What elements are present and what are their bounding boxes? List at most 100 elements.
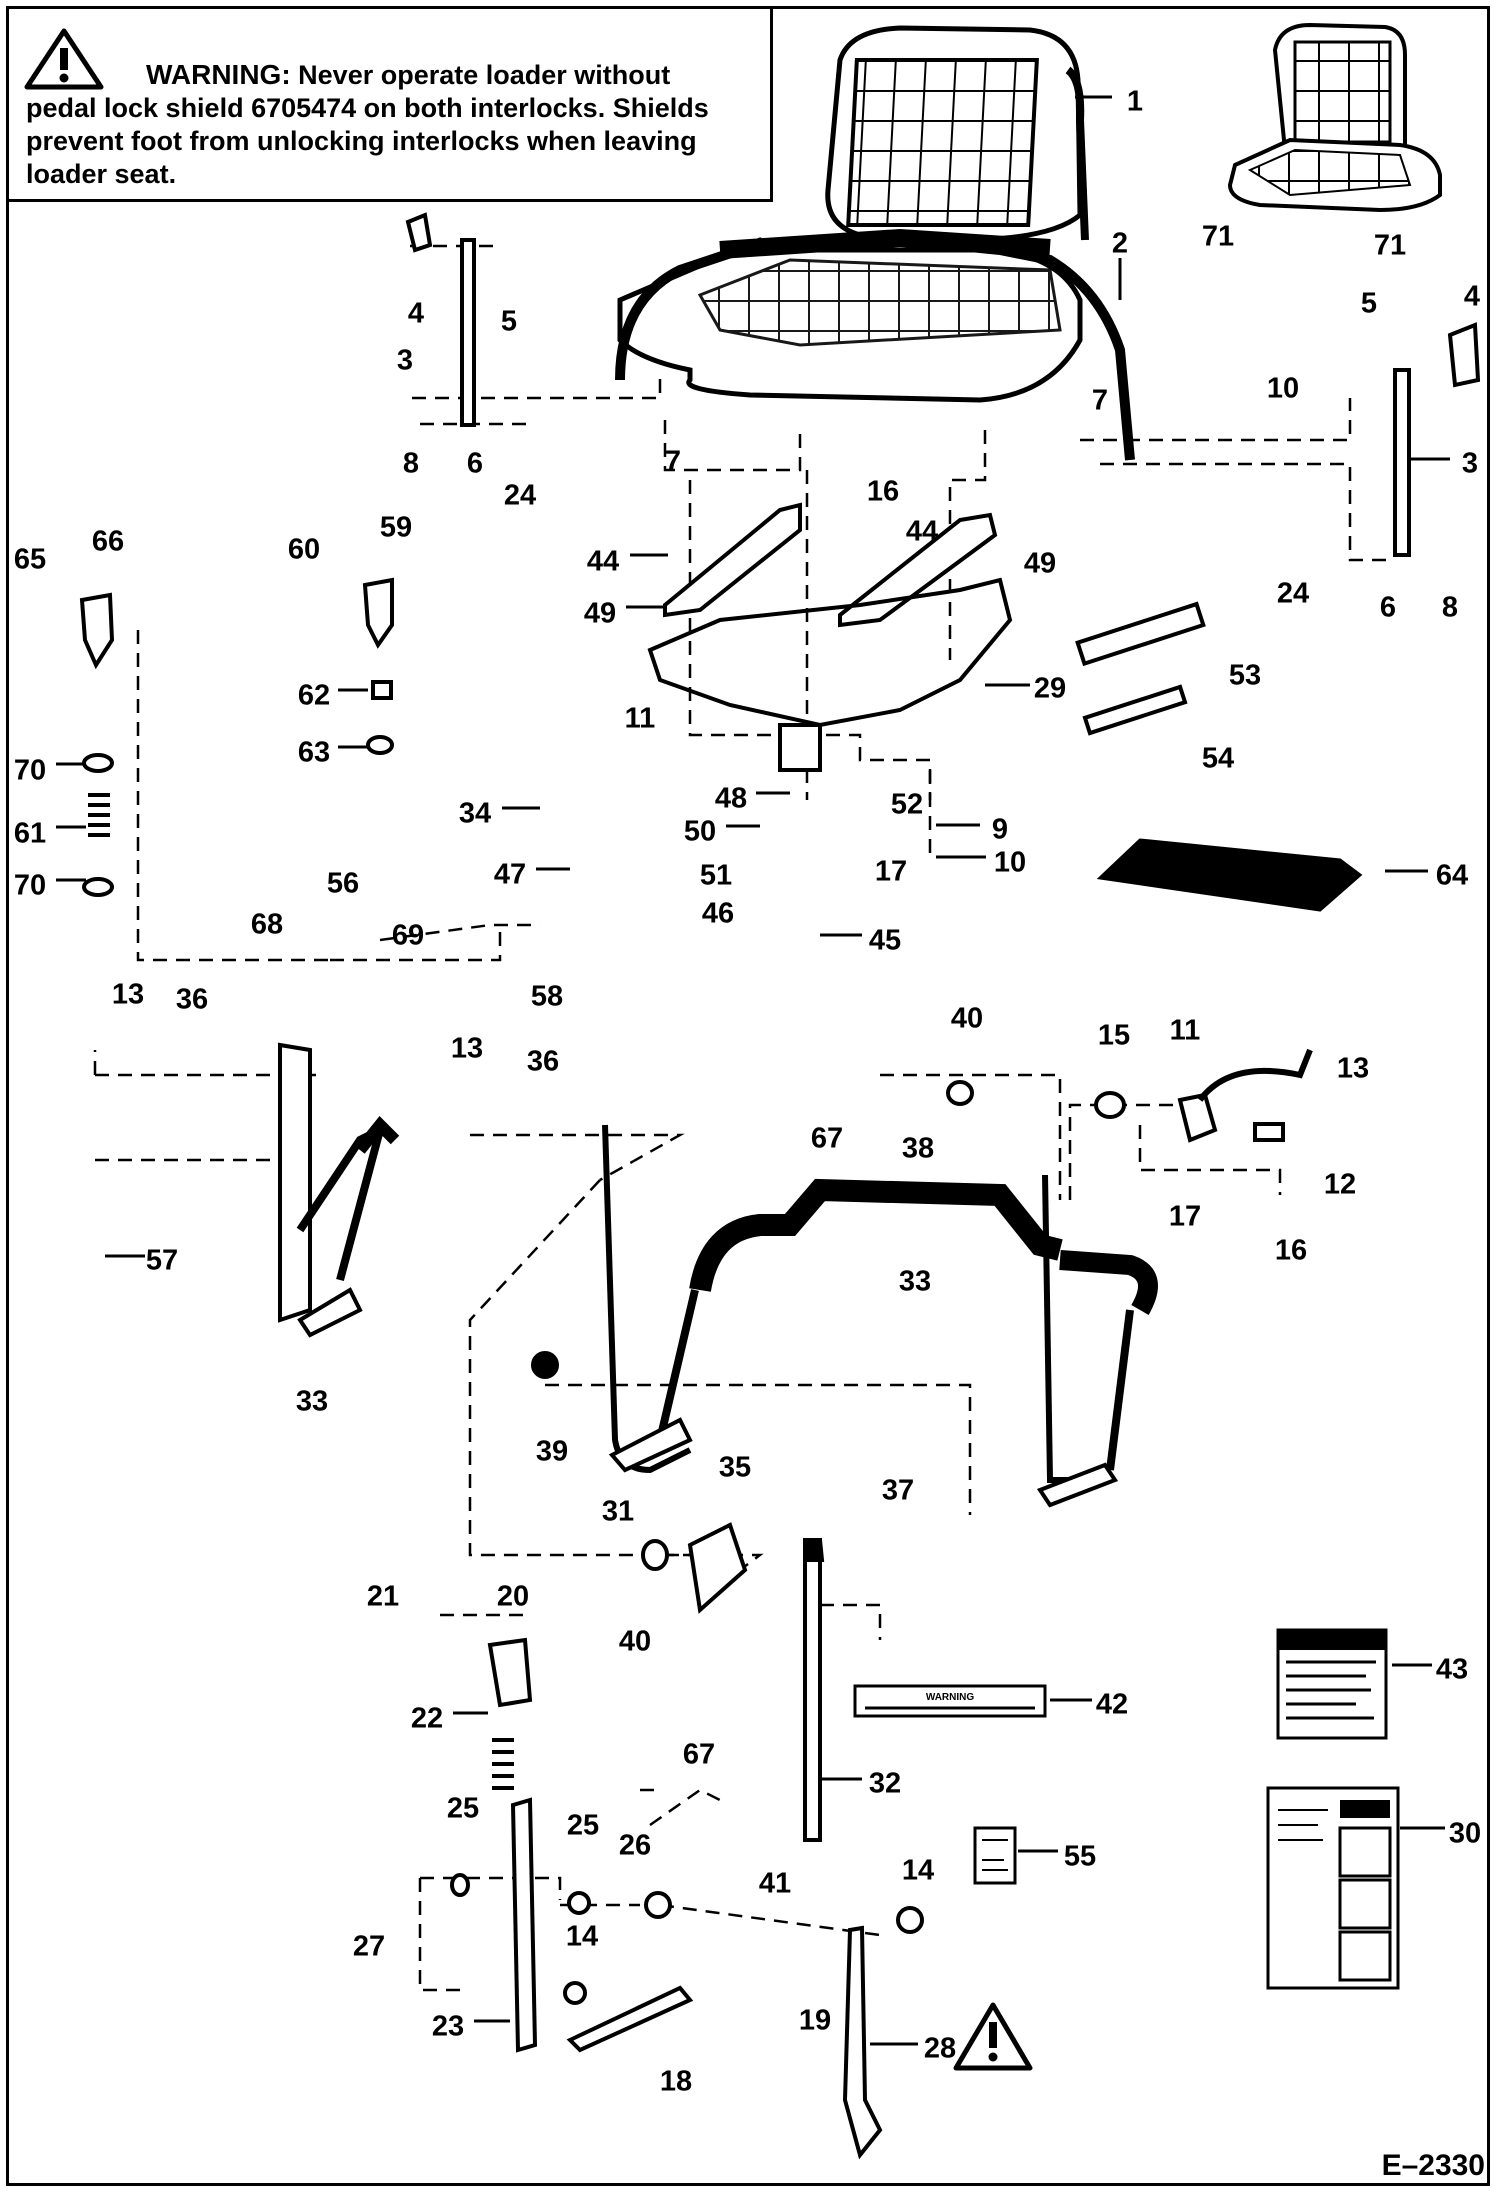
callout-number: 18: [660, 2066, 692, 2098]
callout-number: 13: [112, 979, 144, 1011]
callout-number: 57: [146, 1245, 178, 1277]
callout-number: 7: [1092, 385, 1108, 417]
callout-number: 30: [1449, 1818, 1481, 1850]
warning-triangle-icon-28: [953, 2002, 1033, 2071]
seat-cushion: [615, 228, 1135, 461]
callout-number: 23: [432, 2011, 464, 2043]
callout-number: 40: [951, 1003, 983, 1035]
callout-number: 17: [875, 856, 907, 888]
callout-number: 35: [719, 1452, 751, 1484]
callout-number: 64: [1436, 860, 1468, 892]
callout-number: 10: [994, 847, 1026, 879]
warning-line-4: loader seat.: [26, 159, 177, 189]
callout-number: 42: [1096, 1689, 1128, 1721]
callout-number: 61: [14, 818, 46, 850]
pedal-lock-shield: [1096, 838, 1363, 912]
warning-line-2: pedal lock shield 6705474 on both interl…: [26, 93, 709, 123]
callout-number: 6: [1380, 592, 1396, 624]
callout-number: 33: [899, 1266, 931, 1298]
callout-number: 62: [298, 680, 330, 712]
callout-number: 59: [380, 512, 412, 544]
callout-number: 67: [683, 1739, 715, 1771]
callout-number: 14: [902, 1855, 934, 1887]
callout-number: 28: [924, 2033, 956, 2065]
warning-line-1: Never operate loader without: [298, 60, 671, 90]
callout-number: 70: [14, 870, 46, 902]
callout-number: 71: [1202, 221, 1234, 253]
callout-number: 71: [1374, 230, 1406, 262]
callout-number: 34: [459, 798, 491, 830]
callout-number: 60: [288, 534, 320, 566]
callout-number: 4: [1464, 281, 1480, 313]
linkage-parts: [450, 1351, 924, 2160]
callout-number: 3: [1462, 448, 1478, 480]
callout-number: 11: [1170, 1015, 1201, 1047]
callout-number: 19: [799, 2005, 831, 2037]
interlock-rods: [405, 212, 1481, 557]
callout-number: 66: [92, 526, 124, 558]
callout-number: 32: [869, 1768, 901, 1800]
callout-number: 49: [584, 598, 616, 630]
callout-number: 33: [296, 1386, 328, 1418]
callout-number: 36: [176, 984, 208, 1016]
callout-number: 54: [1202, 743, 1234, 775]
callout-number: 65: [14, 544, 46, 576]
main-pedal-assembly: [602, 1124, 1158, 1508]
callout-number: 45: [869, 925, 901, 957]
callout-number: 50: [684, 816, 716, 848]
callout-number: 63: [298, 737, 330, 769]
callout-number: 44: [906, 516, 938, 548]
callout-number: 8: [403, 448, 419, 480]
seat-back: [825, 25, 1089, 243]
callout-number: 15: [1098, 1020, 1130, 1052]
callout-number: 43: [1436, 1654, 1468, 1686]
callout-number: 49: [1024, 548, 1056, 580]
callout-number: 69: [392, 920, 424, 952]
callout-number: 16: [867, 476, 899, 508]
warning-heading: WARNING:: [146, 59, 291, 90]
callout-number: 25: [447, 1793, 479, 1825]
callout-number: 13: [451, 1033, 483, 1065]
interlock-switch: [946, 1048, 1313, 1143]
callout-number: 22: [411, 1703, 443, 1735]
callout-number: 11: [625, 703, 656, 735]
warning-box: WARNING: Never operate loader without pe…: [6, 6, 773, 202]
callout-number: 5: [501, 306, 517, 338]
warning-line-3: prevent foot from unlocking interlocks w…: [26, 126, 697, 156]
callout-number: 3: [397, 345, 413, 377]
callout-number: 4: [408, 298, 424, 330]
callout-number: 21: [367, 1581, 399, 1613]
callout-number: 25: [567, 1810, 599, 1842]
callout-number: 38: [902, 1133, 934, 1165]
callout-number: 29: [1034, 673, 1066, 705]
callout-number: 14: [566, 1921, 598, 1953]
figure-id: E–2330: [1382, 2149, 1485, 2182]
callout-number: 6: [467, 448, 483, 480]
callout-number: 53: [1229, 660, 1261, 692]
warning-decal-text: WARNING: [926, 1692, 975, 1703]
callout-number: 7: [665, 446, 681, 478]
callout-number: 2: [1112, 228, 1128, 260]
callout-number: 13: [1337, 1053, 1369, 1085]
callout-number: 16: [1275, 1235, 1307, 1267]
callout-number: 51: [700, 860, 732, 892]
callout-number: 17: [1169, 1201, 1201, 1233]
callout-number: 46: [702, 898, 734, 930]
callout-number: 41: [759, 1868, 791, 1900]
callout-number: 52: [891, 789, 923, 821]
callout-number: 67: [811, 1123, 843, 1155]
callout-number: 12: [1324, 1169, 1356, 1201]
callout-number: 27: [353, 1931, 385, 1963]
callout-number: 5: [1361, 288, 1377, 320]
callout-number: 70: [14, 755, 46, 787]
callout-number: 56: [327, 868, 359, 900]
callout-number: 37: [882, 1475, 914, 1507]
callout-number: 8: [1442, 592, 1458, 624]
seat-assembly-thumbnail: [1227, 22, 1442, 213]
seat-brackets: [647, 502, 1206, 772]
callout-number: 26: [619, 1830, 651, 1862]
warning-triangle-icon: [24, 28, 104, 90]
callout-number: 20: [497, 1581, 529, 1613]
